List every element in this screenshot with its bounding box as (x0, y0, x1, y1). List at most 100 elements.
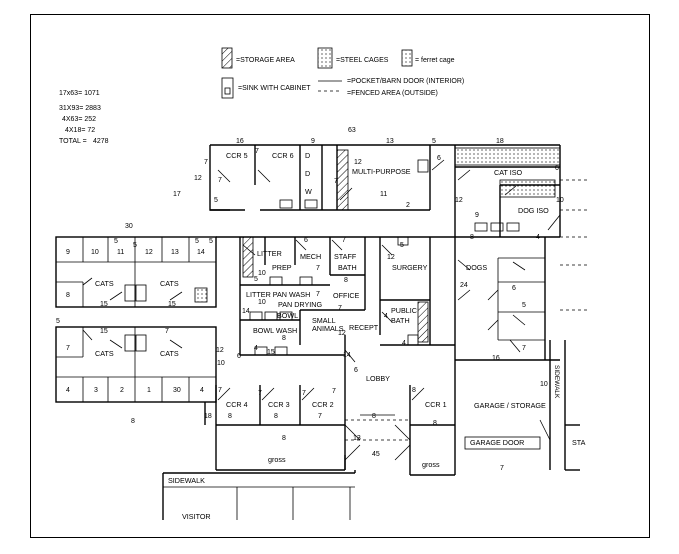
svg-text:15: 15 (100, 328, 108, 335)
room-label: BOWL WASH (253, 326, 297, 335)
svg-text:15: 15 (100, 301, 108, 308)
svg-text:10: 10 (556, 197, 564, 204)
room-label: MECH (300, 252, 321, 261)
svg-text:16: 16 (236, 138, 244, 145)
svg-text:18: 18 (496, 138, 504, 145)
svg-text:7: 7 (342, 237, 346, 244)
svg-text:7: 7 (318, 413, 322, 420)
room-label: LITTER PAN WASH (246, 290, 310, 299)
storage-areas (242, 149, 429, 343)
svg-text:12: 12 (387, 254, 395, 261)
svg-text:6: 6 (437, 155, 441, 162)
sink-swatch (221, 77, 234, 99)
svg-text:12: 12 (338, 330, 346, 337)
svg-text:13: 13 (171, 249, 179, 256)
room-label: SMALL (312, 316, 336, 325)
storage-swatch (221, 47, 233, 69)
svg-text:4: 4 (536, 234, 540, 241)
svg-text:4: 4 (200, 387, 204, 394)
svg-text:11: 11 (117, 249, 124, 256)
svg-text:7: 7 (334, 178, 338, 185)
svg-text:14: 14 (197, 249, 205, 256)
svg-text:8: 8 (228, 413, 232, 420)
area-totals: 17x63= 1071 31X93= 2883 4X63= 252 4X18= … (59, 90, 109, 145)
room-label: BATH (391, 316, 410, 325)
svg-text:6: 6 (237, 353, 241, 360)
dimension-labels: 63 16 9 13 5 18 7 7 7 12 17 6 5 10 12 11… (56, 127, 564, 472)
svg-text:7: 7 (218, 387, 222, 394)
room-label: CATS (95, 349, 114, 358)
svg-text:30: 30 (173, 387, 181, 394)
room-label: PUBLIC (391, 306, 417, 315)
total-line: 4X63= 252 (62, 116, 96, 123)
room-label: RECEPT (349, 323, 379, 332)
room-label: W (305, 187, 312, 196)
room-label: BOWL (277, 311, 298, 320)
room-label: GARAGE / STORAGE (474, 401, 546, 410)
svg-text:10: 10 (258, 299, 266, 306)
svg-text:5: 5 (209, 238, 213, 245)
room-label: CCR 5 (226, 151, 248, 160)
steel-swatch (317, 47, 333, 69)
svg-text:6: 6 (512, 285, 516, 292)
svg-text:5: 5 (114, 238, 118, 245)
svg-text:13: 13 (386, 138, 394, 145)
walls (55, 144, 590, 520)
room-label: CCR 2 (312, 400, 334, 409)
svg-text:7: 7 (218, 177, 222, 184)
svg-text:5: 5 (195, 238, 199, 245)
room-label: LITTER (257, 249, 282, 258)
svg-text:8: 8 (282, 335, 286, 342)
svg-text:8: 8 (274, 413, 278, 420)
room-label: CATS (95, 279, 114, 288)
room-label: PAN DRYING (278, 300, 322, 309)
svg-text:8: 8 (131, 418, 135, 425)
room-label: SIDEWALK (168, 476, 205, 485)
total-line: 4X18= 72 (65, 127, 95, 134)
room-label: CATS (160, 349, 179, 358)
svg-text:8: 8 (470, 234, 474, 241)
svg-text:17: 17 (173, 191, 181, 198)
svg-text:7: 7 (332, 388, 336, 395)
svg-text:8: 8 (344, 277, 348, 284)
svg-text:8: 8 (433, 420, 437, 427)
room-label: STA (572, 438, 586, 447)
room-label: SURGERY (392, 263, 428, 272)
svg-text:24: 24 (460, 282, 468, 289)
door-swings (82, 159, 561, 461)
room-label: gross (422, 460, 440, 469)
svg-text:45: 45 (372, 451, 380, 458)
svg-text:9: 9 (66, 249, 70, 256)
svg-text:15: 15 (168, 301, 176, 308)
room-label: D (305, 169, 310, 178)
room-label: ANIMALS (312, 324, 344, 333)
svg-text:5: 5 (254, 276, 258, 283)
svg-text:5: 5 (214, 197, 218, 204)
svg-text:1: 1 (147, 387, 151, 394)
svg-text:5: 5 (133, 242, 137, 249)
svg-text:7: 7 (255, 148, 259, 155)
room-label: DOGS (466, 263, 487, 272)
svg-text:12: 12 (194, 175, 202, 182)
legend-ferret: = ferret cage (415, 57, 455, 64)
room-label: BATH (338, 263, 357, 272)
room-label: LOBBY (366, 374, 390, 383)
room-label: CAT ISO (494, 168, 522, 177)
room-label: STAFF (334, 252, 357, 261)
legend-sink: =SINK WITH CABINET (238, 85, 311, 92)
svg-text:7: 7 (522, 345, 526, 352)
svg-text:7: 7 (204, 159, 208, 166)
svg-text:7: 7 (302, 390, 306, 397)
svg-text:10: 10 (91, 249, 99, 256)
svg-text:7: 7 (500, 465, 504, 472)
svg-text:5: 5 (400, 242, 404, 249)
svg-text:3: 3 (94, 387, 98, 394)
legend-steel: =STEEL CAGES (336, 57, 389, 64)
svg-text:14: 14 (242, 308, 250, 315)
svg-text:13: 13 (353, 435, 361, 442)
legend-storage: =STORAGE AREA (236, 57, 295, 64)
svg-text:10: 10 (540, 381, 548, 388)
svg-text:5: 5 (56, 318, 60, 325)
room-label: GARAGE DOOR (470, 438, 524, 447)
